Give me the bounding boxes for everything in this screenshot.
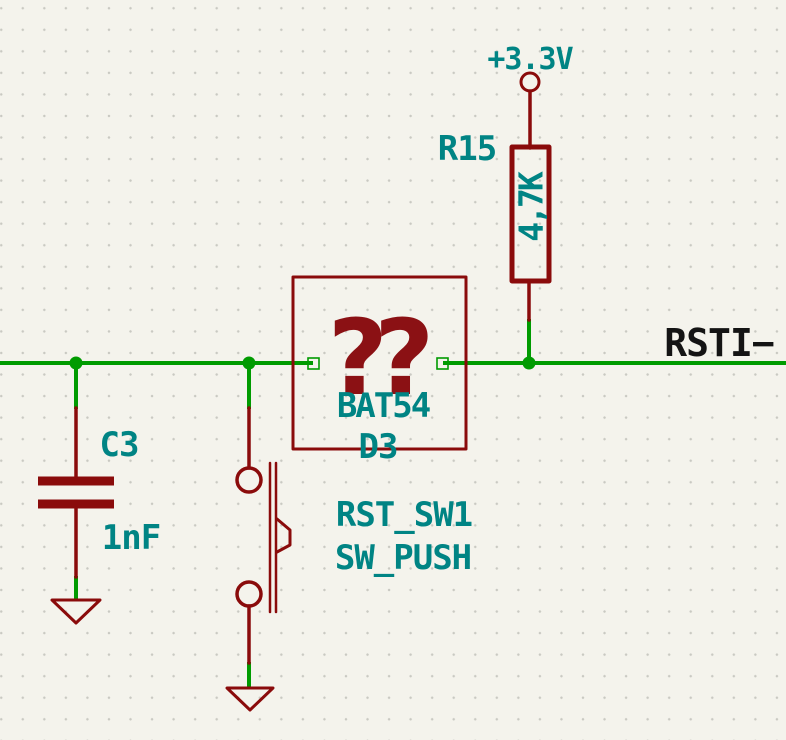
switch-reference[interactable]: RST_SW1: [335, 495, 473, 535]
junction-dot-middle[interactable]: [242, 356, 256, 370]
resistor-value[interactable]: 4,7K: [511, 174, 551, 242]
capacitor-value[interactable]: 1nF: [101, 518, 161, 558]
power-net-label[interactable]: +3.3V: [487, 42, 573, 77]
switch-value[interactable]: SW_PUSH: [334, 538, 472, 578]
pin-end-square-right[interactable]: [436, 357, 449, 370]
switch-contact-top[interactable]: [235, 466, 263, 494]
junction-dot-right[interactable]: [522, 356, 536, 370]
ground-symbol-switch[interactable]: [225, 686, 275, 712]
switch-plunger-bump[interactable]: [275, 517, 292, 554]
diode-value[interactable]: BAT54: [336, 386, 431, 426]
ground-symbol-capacitor[interactable]: [50, 598, 102, 625]
missing-symbol-marker[interactable]: ??: [327, 297, 435, 419]
capacitor-reference[interactable]: C3: [99, 425, 140, 465]
resistor-reference[interactable]: R15: [437, 129, 497, 169]
junction-dot-left[interactable]: [69, 356, 83, 370]
switch-contact-bottom[interactable]: [235, 580, 263, 608]
diode-reference[interactable]: D3: [358, 427, 399, 467]
net-label-rsti[interactable]: RSTI−: [664, 321, 774, 365]
missing-symbol-box[interactable]: [291, 275, 468, 451]
pin-end-square-left[interactable]: [307, 357, 320, 370]
